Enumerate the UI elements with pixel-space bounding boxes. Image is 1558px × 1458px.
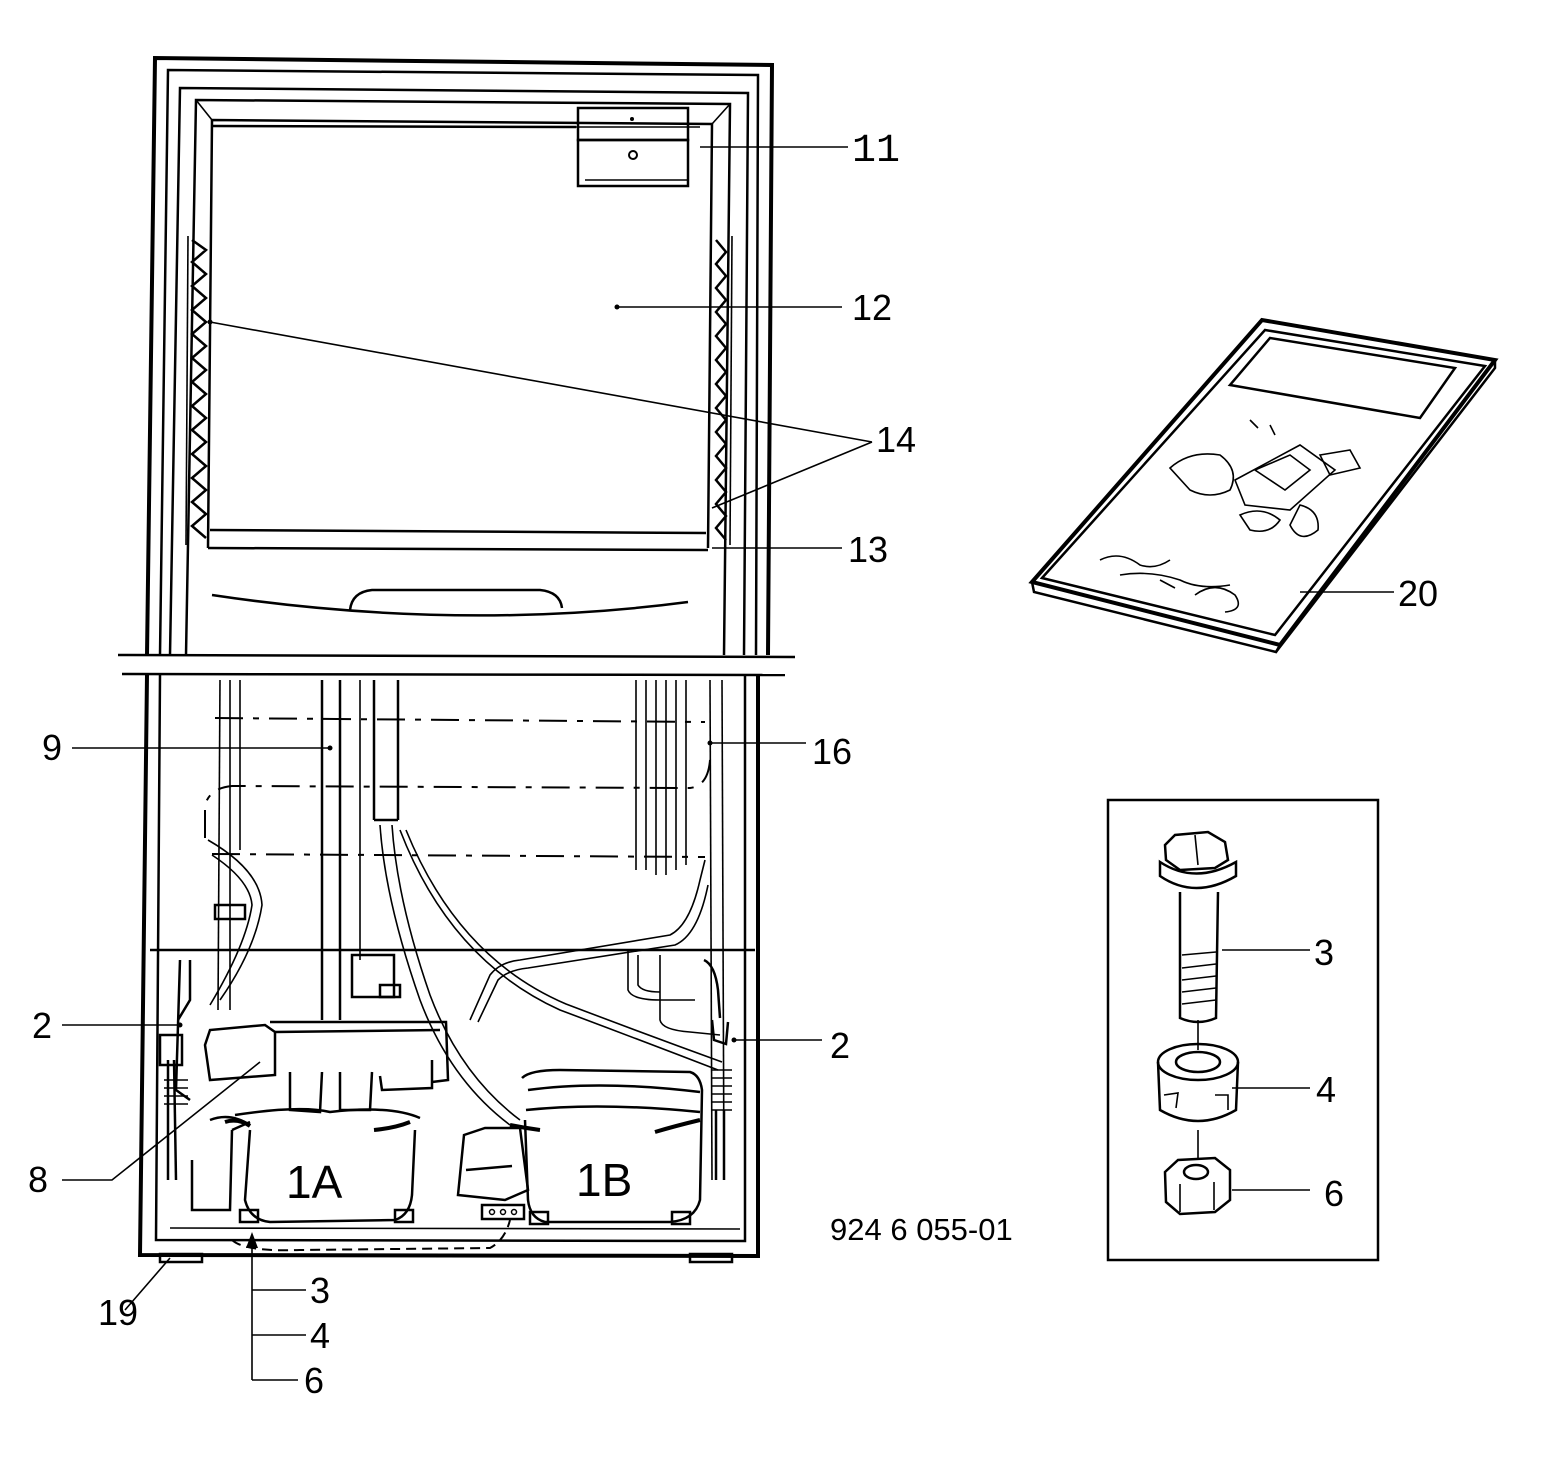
instruction-manual: [1028, 317, 1499, 654]
right-side-components: [350, 953, 732, 1180]
callout-2-right: 2: [830, 1025, 850, 1066]
starter-relay-box: [203, 1020, 450, 1114]
callout-16: 16: [812, 731, 852, 772]
callout-20: 20: [1398, 573, 1438, 614]
callout-3-detail: 3: [1314, 932, 1334, 973]
compressor-1b: [456, 1068, 704, 1226]
callout-11: 11: [852, 129, 900, 174]
callout-19: 19: [98, 1292, 138, 1333]
rubber-bushing-4: [1156, 1042, 1240, 1160]
compressor-1b-label: 1B: [576, 1154, 632, 1206]
fastener-detail-box: [1106, 798, 1380, 1262]
thermostat-housing: [576, 106, 700, 188]
callout-9: 9: [42, 727, 62, 768]
capillary-lines: [207, 824, 723, 1126]
compressor-1a-label: 1A: [286, 1156, 343, 1208]
compressor-1a: [209, 1107, 421, 1224]
callout-6-detail: 6: [1324, 1173, 1344, 1214]
callout-14: 14: [876, 419, 916, 460]
drawing-number: 924 6 055-01: [830, 1212, 1013, 1247]
callout-2-left: 2: [32, 1005, 52, 1046]
dashed-tubes: [204, 717, 711, 1252]
callout-4-detail: 4: [1316, 1069, 1336, 1110]
callout-4-bottom: 4: [310, 1315, 330, 1356]
refrigerator-cabinet: [117, 55, 796, 1264]
leader-lines: [62, 146, 1394, 1381]
callout-12: 12: [852, 287, 892, 328]
callout-13: 13: [848, 529, 888, 570]
nut-6: [1163, 1156, 1232, 1216]
bolt-3: [1158, 830, 1238, 1050]
vertical-tubes: [217, 679, 725, 1181]
callout-8: 8: [28, 1159, 48, 1200]
callout-labels: 11 12 14 13 20 9 16 2 2 8 19 3 4 6 3 4 6: [28, 129, 1438, 1401]
callout-6-bottom: 6: [304, 1360, 324, 1401]
callout-3-bottom: 3: [310, 1270, 330, 1311]
